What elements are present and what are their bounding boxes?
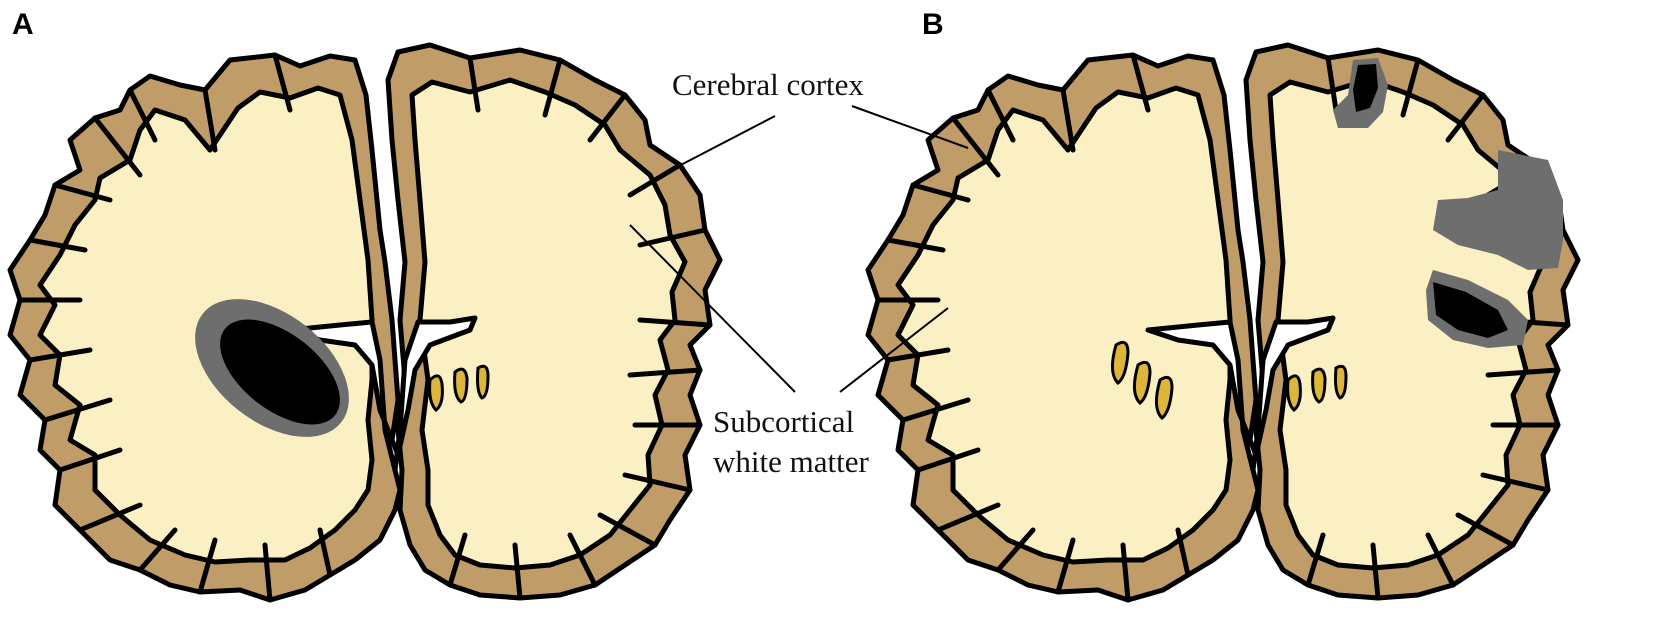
leader-white-matter-b — [839, 307, 949, 393]
leader-white-matter-a — [629, 224, 796, 393]
label-cerebral-cortex: Cerebral cortex — [672, 67, 864, 102]
cortical-lesions — [1333, 58, 1563, 348]
callouts: Cerebral cortex Subcortical white matter — [629, 67, 969, 479]
leader-cortex-b — [851, 105, 969, 149]
panel-a-letter: A — [12, 8, 34, 41]
basal-ganglia-b-right — [1286, 364, 1348, 412]
basal-ganglia-b-left — [1111, 340, 1174, 420]
panel-b-brain — [868, 45, 1578, 600]
basal-ganglia-a — [428, 364, 490, 412]
leader-cortex-a — [674, 115, 776, 169]
panel-b: B — [868, 8, 1578, 600]
lesion-core — [220, 319, 340, 425]
label-white-matter-line2: white matter — [713, 444, 869, 479]
panel-a: A — [10, 8, 720, 600]
panel-b-letter: B — [922, 8, 944, 41]
label-white-matter-line1: Subcortical — [713, 404, 854, 439]
